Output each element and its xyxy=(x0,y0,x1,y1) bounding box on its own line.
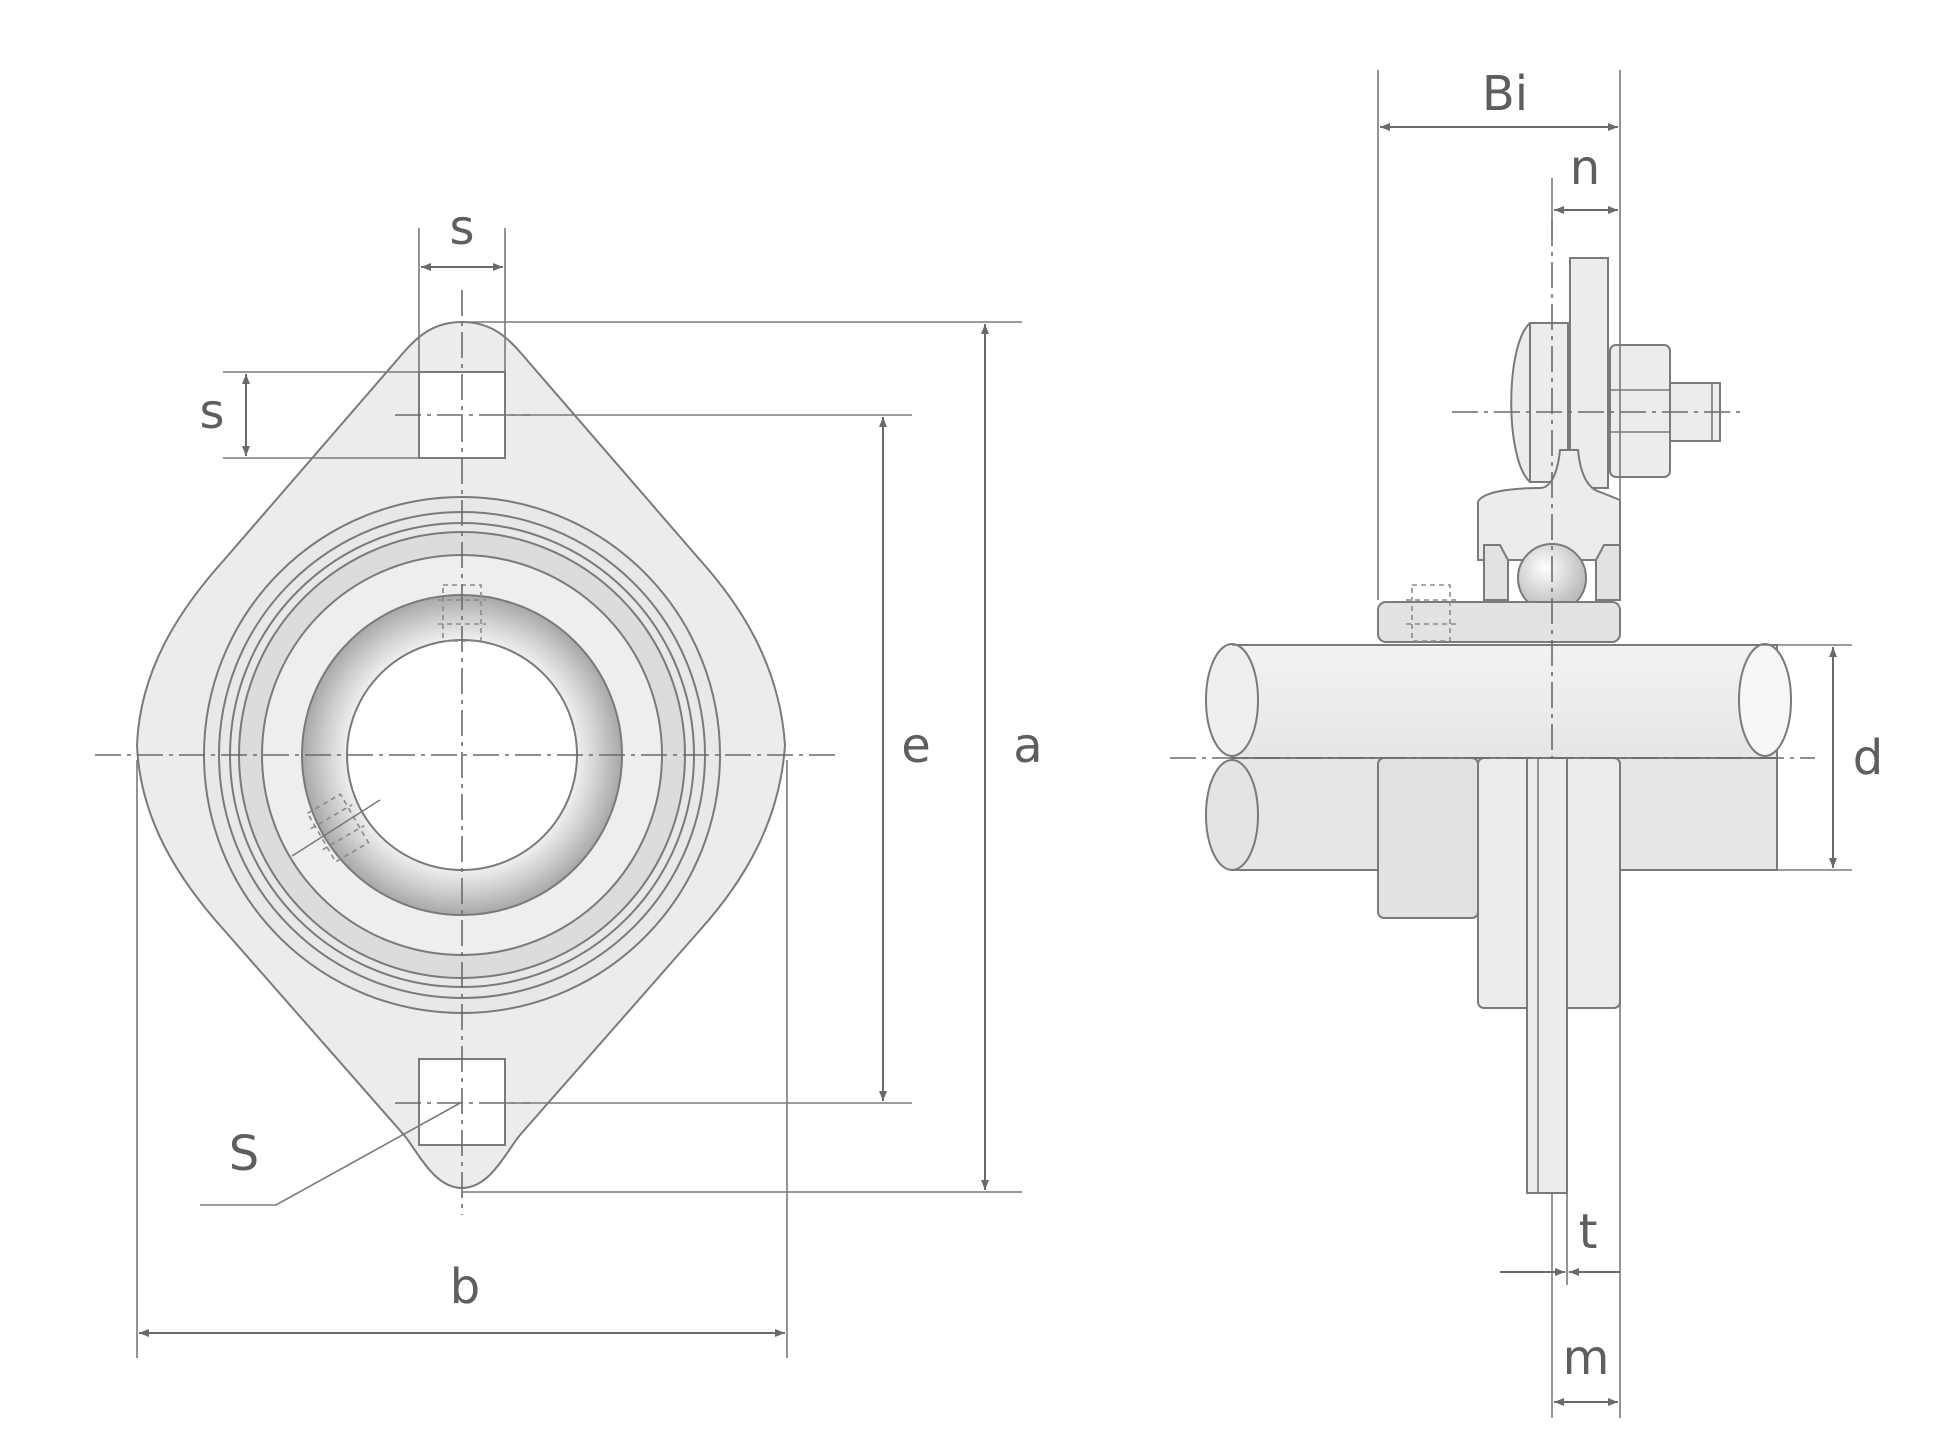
dimension-label-b: b xyxy=(450,1259,480,1315)
dimension-label-Bi: Bi xyxy=(1482,66,1528,122)
dimension-label-S: S xyxy=(229,1126,259,1182)
housing-section xyxy=(1477,449,1621,561)
side-view: Bi n d t m xyxy=(1170,66,1883,1418)
shaft-end-right xyxy=(1738,643,1792,757)
dimension-label-m: m xyxy=(1563,1330,1610,1386)
dimension-label-n: n xyxy=(1570,140,1600,196)
front-view: s s e a b S xyxy=(95,200,1043,1358)
set-screw-angled xyxy=(306,793,370,863)
dimension-label-t: t xyxy=(1579,1204,1598,1260)
inner-ring-extended xyxy=(1377,601,1621,643)
dimension-label-d: d xyxy=(1853,730,1883,786)
flange-plate-lower xyxy=(1526,757,1568,1194)
nut xyxy=(1609,344,1671,478)
dimension-label-s-top: s xyxy=(449,200,474,256)
shaft-end-left xyxy=(1205,643,1259,757)
dimension-label-s-left: s xyxy=(199,384,224,440)
dimension-label-a: a xyxy=(1013,718,1042,774)
inner-ring-lower xyxy=(1377,757,1479,919)
dimension-label-e: e xyxy=(901,718,931,774)
